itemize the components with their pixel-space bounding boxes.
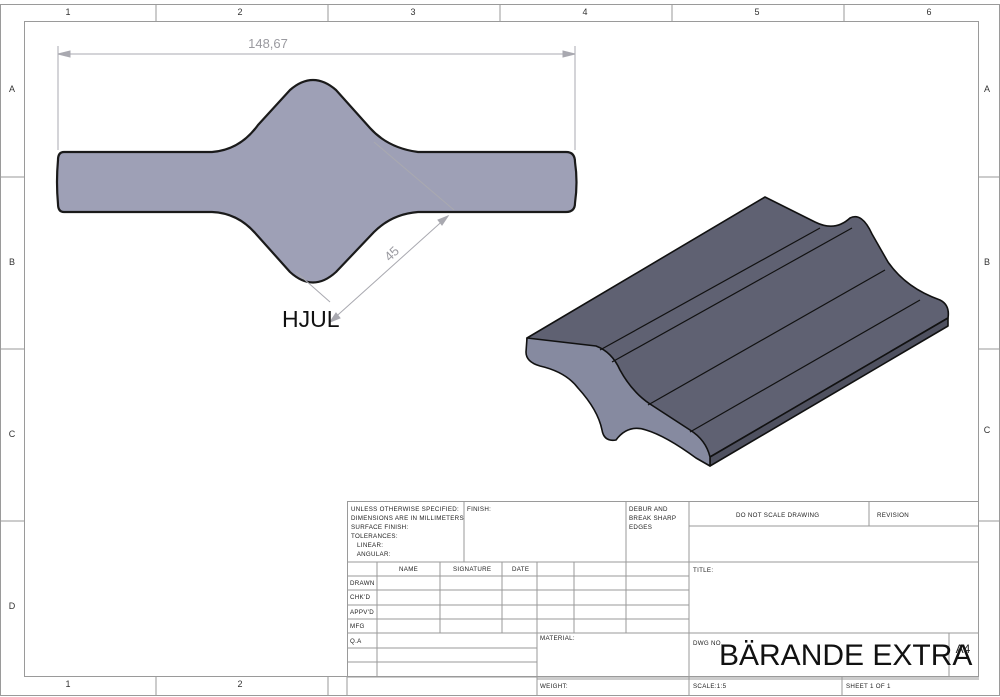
sheet-size: A4 xyxy=(956,642,971,656)
overall-dimension-value: 148,67 xyxy=(248,36,288,51)
diagonal-dimension xyxy=(295,141,455,324)
scale-label: SCALE:1:5 xyxy=(693,683,727,690)
row-label-qa: Q.A xyxy=(350,638,362,645)
iso-ridge-line xyxy=(689,299,921,433)
row-label-approved: APPV'D xyxy=(350,609,374,616)
zone-label: 5 xyxy=(754,7,759,17)
zone-labels-left: A B C D xyxy=(9,84,16,611)
title-label: TITLE: xyxy=(693,567,713,574)
revision-label: REVISION xyxy=(877,512,909,519)
row-label-checked: CHK'D xyxy=(350,594,370,601)
iso-ridge-line xyxy=(611,227,853,363)
general-note-line: DIMENSIONS ARE IN MILLIMETERS xyxy=(351,515,464,522)
general-note-line: UNLESS OTHERWISE SPECIFIED: xyxy=(351,506,459,513)
deburr-note-line: BREAK SHARP xyxy=(629,515,676,522)
front-view: 148,67 45 HJUL xyxy=(55,36,578,332)
zone-label: A xyxy=(984,84,990,94)
column-header-name: NAME xyxy=(399,566,418,573)
zone-label: B xyxy=(9,257,15,267)
deburr-note-line: EDGES xyxy=(629,524,652,531)
zone-label: 2 xyxy=(237,679,242,689)
isometric-view xyxy=(525,196,950,467)
column-header-signature: SIGNATURE xyxy=(453,566,491,573)
dwg-no-label: DWG NO. xyxy=(693,640,723,647)
title-block xyxy=(346,501,979,696)
zone-label: A xyxy=(9,84,15,94)
iso-top-face xyxy=(526,196,950,458)
title-block-text: UNLESS OTHERWISE SPECIFIED: DIMENSIONS A… xyxy=(350,506,972,690)
zone-label: C xyxy=(9,429,16,439)
zone-label: D xyxy=(9,601,16,611)
zone-label: 1 xyxy=(65,7,70,17)
zone-label: 1 xyxy=(65,679,70,689)
front-view-profile xyxy=(55,78,578,284)
row-label-drawn: DRAWN xyxy=(350,580,375,587)
zone-label: 6 xyxy=(926,7,931,17)
general-note-line: LINEAR: xyxy=(351,542,383,549)
column-header-date: DATE xyxy=(512,566,529,573)
zone-labels-bottom: 1 2 xyxy=(65,679,242,689)
zone-label: 3 xyxy=(410,7,415,17)
zone-label: B xyxy=(984,257,990,267)
row-label-mfg: MFG xyxy=(350,623,365,630)
weight-label: WEIGHT: xyxy=(540,683,568,690)
iso-ridge-line xyxy=(599,227,821,351)
overall-dimension xyxy=(57,46,576,150)
do-not-scale-note: DO NOT SCALE DRAWING xyxy=(736,512,819,519)
diagonal-dimension-value: 45 xyxy=(381,243,402,264)
general-note-line: TOLERANCES: xyxy=(351,533,398,540)
zone-label: C xyxy=(984,425,991,435)
general-note-line: ANGULAR: xyxy=(351,551,391,558)
iso-front-face xyxy=(525,337,711,467)
finish-label: FINISH: xyxy=(467,506,491,513)
deburr-note-line: DEBUR AND xyxy=(629,506,668,513)
zone-label: 4 xyxy=(582,7,587,17)
iso-ridge-line xyxy=(647,269,886,406)
view-label: HJUL xyxy=(282,306,340,332)
drawing-title: BÄRANDE EXTRA xyxy=(719,639,972,672)
sheet-number-label: SHEET 1 OF 1 xyxy=(846,683,891,690)
material-label: MATERIAL: xyxy=(540,635,575,642)
general-note-line: SURFACE FINISH: xyxy=(351,524,408,531)
zone-labels-right: A B C xyxy=(984,84,991,435)
zone-labels-top: 1 2 3 4 5 6 xyxy=(65,7,931,17)
zone-label: 2 xyxy=(237,7,242,17)
